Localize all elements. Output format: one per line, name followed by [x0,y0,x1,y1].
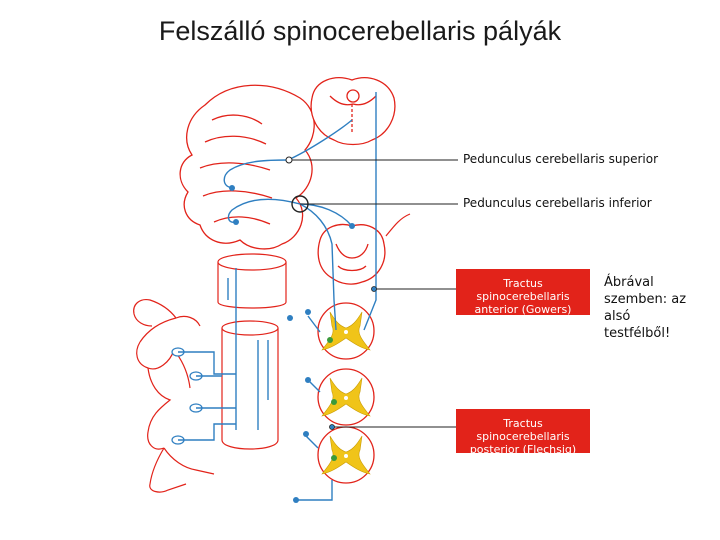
label-tractus-anterior-line1: Tractus spinocerebellaris [476,277,570,303]
label-tractus-posterior-line2: posterior (Flechsig) [469,443,577,456]
inferior-peduncle-marker [291,195,309,213]
label-tractus-posterior: Tractus spinocerebellaris posterior (Fle… [456,409,590,456]
medulla-outline-extension [385,213,411,237]
label-pedunculus-inferior: Pedunculus cerebellaris inferior [463,196,652,210]
neuron-dots [229,185,355,503]
body-figure [133,299,215,493]
cerebellum [179,84,315,250]
posterior-tract-marker [329,424,335,430]
midbrain-section [310,77,396,146]
spinal-section-middle [317,368,375,426]
label-tractus-posterior-line1: Tractus spinocerebellaris [476,417,570,443]
slide-title: Felszálló spinocerebellaris pályák [158,16,562,46]
label-tractus-anterior-line2: anterior (Gowers) [474,303,572,316]
medulla-section [317,223,386,285]
spinal-section-upper [317,302,375,360]
lower-cylinder [221,320,279,450]
label-pedunculus-superior: Pedunculus cerebellaris superior [463,152,659,166]
anterior-tract-marker [371,286,377,292]
label-tractus-anterior: Tractus spinocerebellaris anterior (Gowe… [456,269,590,316]
side-note: Ábrával szemben: az alsó testfélből! [604,275,687,341]
dorsal-root-ganglia [171,347,203,445]
leader-lines [289,159,458,428]
upper-cylinder [217,253,287,309]
superior-peduncle-marker [285,156,293,164]
spinal-section-lower [317,426,375,484]
